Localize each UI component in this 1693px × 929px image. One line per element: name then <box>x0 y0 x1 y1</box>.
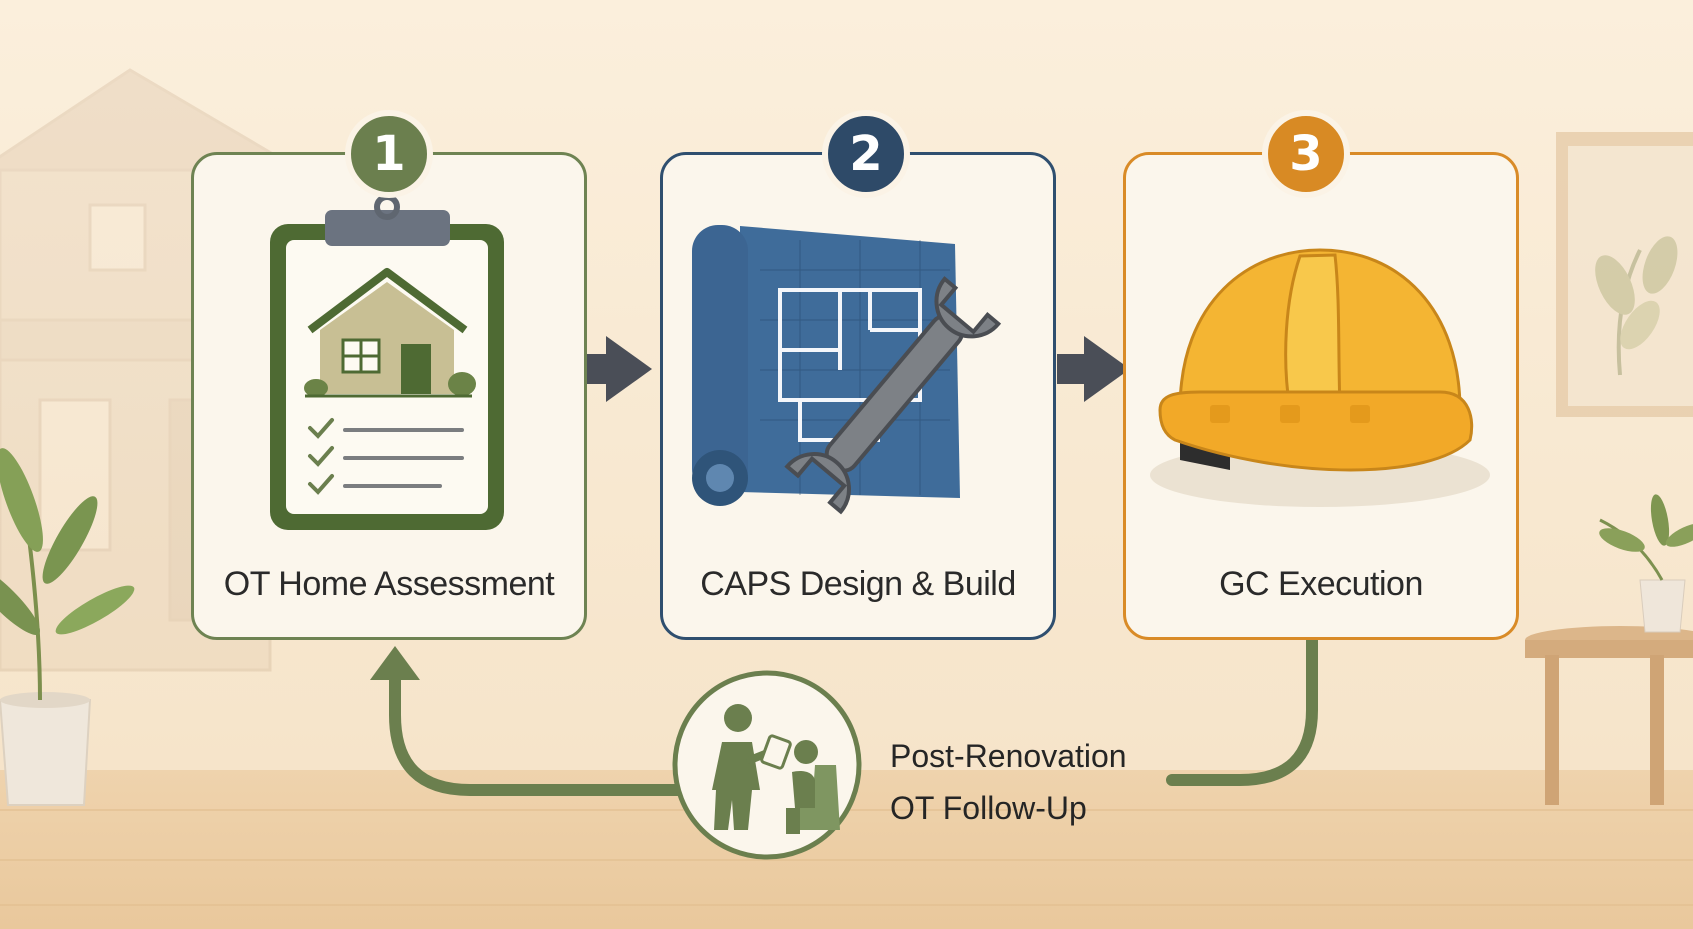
followup-line-2: OT Follow-Up <box>890 790 1087 826</box>
small-potted-plant <box>1599 494 1693 633</box>
step-label: CAPS Design & Build <box>700 565 1016 603</box>
framed-plant-picture <box>1556 132 1693 417</box>
step-label: GC Execution <box>1219 565 1423 603</box>
hard-hat-icon <box>1150 248 1490 507</box>
step-number-badge-3: 3 <box>1262 110 1350 198</box>
blueprint-wrench-icon <box>692 225 1002 515</box>
loop-line-right <box>1166 634 1318 786</box>
loop-arrowhead <box>370 646 420 680</box>
therapist-client-icon <box>672 670 862 860</box>
loop-line-left <box>389 678 680 796</box>
followup-label: Post-Renovation OT Follow-Up <box>890 730 1127 834</box>
side-table <box>1525 626 1693 805</box>
step-number-badge-1: 1 <box>345 110 433 198</box>
large-potted-plant <box>0 448 135 806</box>
arrow-step2-to-step3 <box>1057 336 1130 402</box>
step-label: OT Home Assessment <box>223 565 555 603</box>
followup-line-1: Post-Renovation <box>890 738 1127 774</box>
clipboard-house-checklist-icon <box>270 194 504 530</box>
step-number-badge-2: 2 <box>822 110 910 198</box>
